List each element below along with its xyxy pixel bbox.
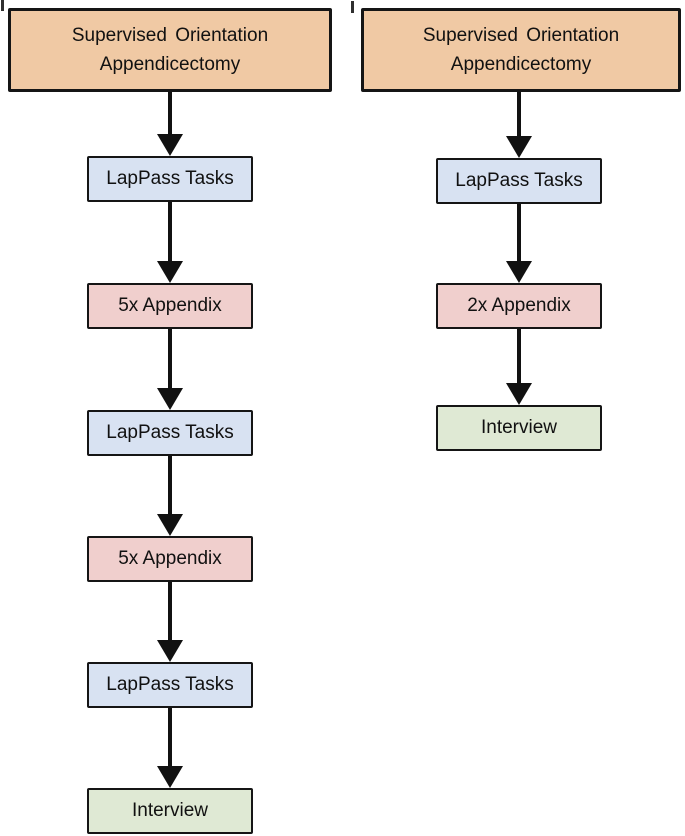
stray-mark [351, 1, 354, 13]
flow-node-lappass-tasks: LapPass Tasks [87, 410, 253, 456]
node-label: Interview [480, 417, 558, 438]
node-label: 5x Appendix [118, 295, 222, 316]
flow-node-interview: Interview [436, 405, 602, 451]
arrow-down-icon [157, 92, 183, 156]
arrow-shaft [168, 329, 172, 388]
arrow-shaft [517, 92, 521, 136]
arrow-shaft [168, 92, 172, 134]
arrow-down-icon [157, 202, 183, 283]
arrow-head [506, 261, 532, 283]
flow-node-2x-appendix: 2x Appendix [436, 283, 602, 329]
arrow-shaft [168, 456, 172, 514]
flow-node-supervised-orientation: Supervised Orientation Appendicectomy [361, 8, 681, 92]
arrow-shaft [517, 204, 521, 261]
flow-node-5x-appendix: 5x Appendix [87, 536, 253, 582]
arrow-head [506, 136, 532, 158]
node-label: LapPass Tasks [455, 170, 583, 191]
arrow-shaft [168, 582, 172, 640]
node-label: Supervised Orientation Appendicectomy [422, 25, 620, 75]
flow-node-supervised-orientation: Supervised Orientation Appendicectomy [8, 8, 332, 92]
flow-node-5x-appendix: 5x Appendix [87, 283, 253, 329]
flow-node-lappass-tasks: LapPass Tasks [87, 662, 253, 708]
flow-node-lappass-tasks: LapPass Tasks [436, 158, 602, 204]
arrow-head [157, 640, 183, 662]
node-label: Supervised Orientation Appendicectomy [71, 25, 269, 75]
node-label: Interview [131, 800, 209, 821]
arrow-head [157, 388, 183, 410]
arrow-shaft [168, 202, 172, 261]
node-label: LapPass Tasks [106, 168, 234, 189]
node-label: LapPass Tasks [106, 674, 234, 695]
flow-node-lappass-tasks: LapPass Tasks [87, 156, 253, 202]
arrow-shaft [168, 708, 172, 766]
arrow-down-icon [506, 204, 532, 283]
node-label: 5x Appendix [118, 548, 222, 569]
arrow-down-icon [157, 708, 183, 788]
stray-mark [1, 0, 4, 11]
arrow-down-icon [506, 329, 532, 405]
arrow-head [506, 383, 532, 405]
arrow-head [157, 766, 183, 788]
node-label: 2x Appendix [467, 295, 571, 316]
arrow-head [157, 134, 183, 156]
arrow-down-icon [157, 329, 183, 410]
arrow-down-icon [506, 92, 532, 158]
node-label: LapPass Tasks [106, 422, 234, 443]
arrow-head [157, 261, 183, 283]
flow-node-interview: Interview [87, 788, 253, 834]
arrow-down-icon [157, 582, 183, 662]
arrow-shaft [517, 329, 521, 383]
arrow-head [157, 514, 183, 536]
arrow-down-icon [157, 456, 183, 536]
